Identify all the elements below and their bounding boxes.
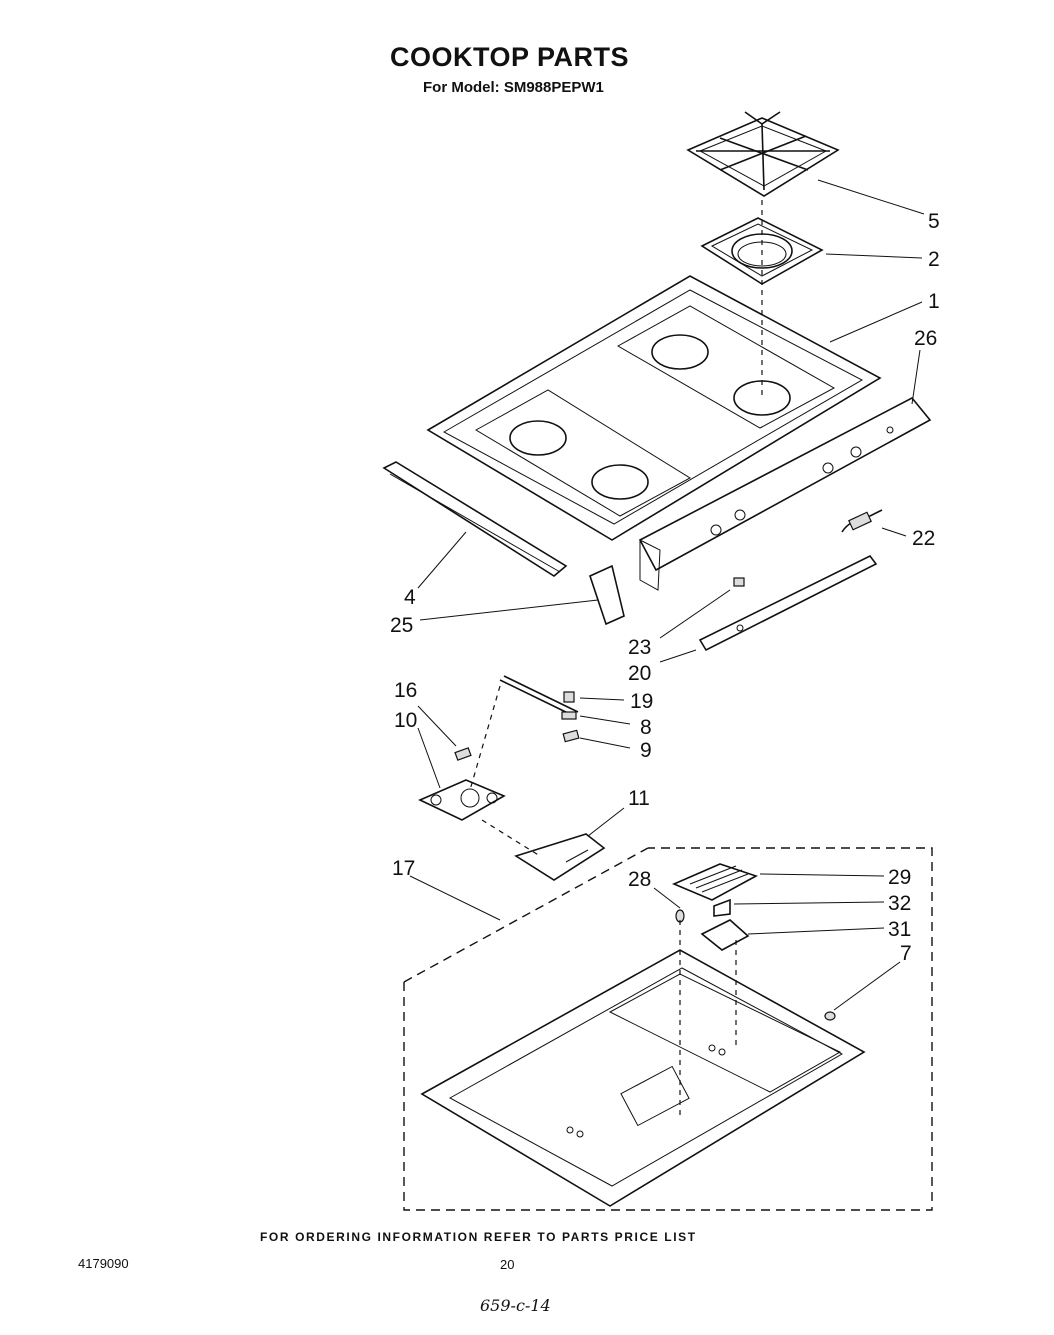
callout-number: 17 xyxy=(392,857,415,880)
burner-grate xyxy=(686,111,840,197)
callout-number: 29 xyxy=(888,866,911,889)
trim-strip xyxy=(382,461,568,577)
support-rail xyxy=(698,554,878,652)
callout-numbers: 5 2 1 26 22 4 25 23 20 16 10 19 8 9 11 1… xyxy=(390,210,940,965)
document-number: 4179090 xyxy=(78,1256,129,1271)
callout-number: 32 xyxy=(888,892,911,915)
callout-number: 5 xyxy=(928,210,940,233)
callout-number: 28 xyxy=(628,868,651,891)
vent-assembly xyxy=(671,863,758,951)
callout-number: 16 xyxy=(394,679,417,702)
handwritten-note: 659-c-14 xyxy=(480,1296,551,1315)
model-subtitle: For Model: SM988PEPW1 xyxy=(423,79,604,96)
spring-clip xyxy=(841,509,883,533)
callout-number: 22 xyxy=(912,527,935,550)
page-title: COOKTOP PARTS xyxy=(390,42,630,72)
burner-base-assembly xyxy=(418,685,506,821)
callout-number: 7 xyxy=(900,942,912,965)
mounting-bracket xyxy=(481,819,606,881)
control-manifold xyxy=(638,396,932,591)
cooktop-main-top xyxy=(426,200,882,541)
callout-leaders xyxy=(409,179,925,1011)
callout-number: 19 xyxy=(630,690,653,713)
page-number: 20 xyxy=(500,1257,515,1272)
callout-number: 4 xyxy=(404,586,416,609)
callout-number: 20 xyxy=(628,662,651,685)
burner-tube-assembly xyxy=(499,675,580,743)
callout-number: 31 xyxy=(888,918,911,941)
callout-number: 9 xyxy=(640,739,652,762)
callout-number: 8 xyxy=(640,716,652,739)
callout-number: 26 xyxy=(914,327,937,350)
callout-number: 25 xyxy=(390,614,413,637)
callout-number: 10 xyxy=(394,709,417,732)
callout-number: 2 xyxy=(928,248,940,271)
callout-number: 11 xyxy=(628,787,650,810)
end-cap xyxy=(589,564,625,626)
ordering-info-note: FOR ORDERING INFORMATION REFER TO PARTS … xyxy=(260,1230,697,1244)
callout-number: 23 xyxy=(628,636,651,659)
base-pan xyxy=(403,847,933,1211)
callout-number: 1 xyxy=(928,290,940,313)
